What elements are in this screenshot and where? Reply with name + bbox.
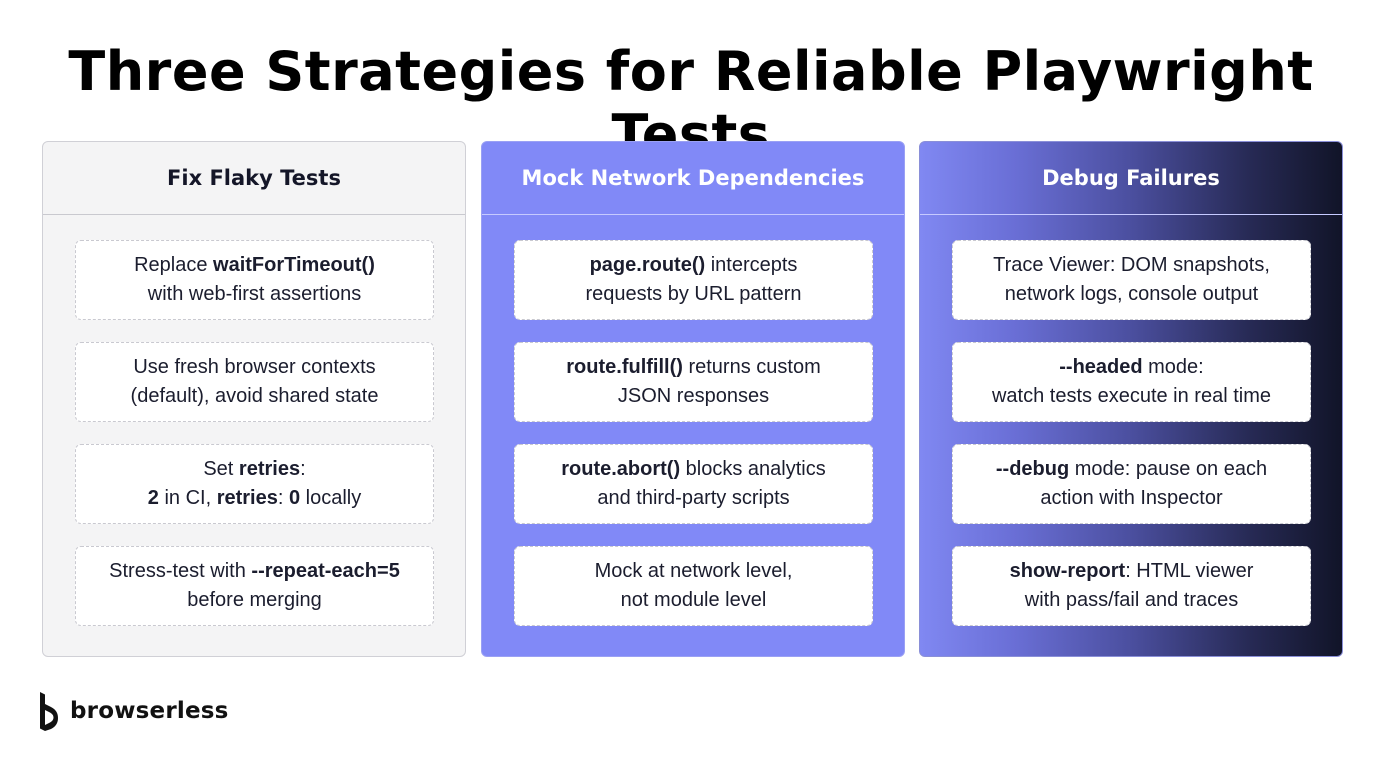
card-line: route.abort() blocks analytics bbox=[561, 455, 826, 484]
card-text-bold: --headed bbox=[1059, 356, 1143, 378]
card-text: Trace Viewer: DOM snapshots, bbox=[993, 254, 1270, 276]
card-line: with pass/fail and traces bbox=[1025, 586, 1238, 615]
card-text: Mock at network level, bbox=[594, 560, 793, 582]
strategy-card: Mock at network level, not module level bbox=[514, 546, 873, 626]
card-text-bold: --repeat-each=5 bbox=[251, 560, 400, 582]
strategy-card: Stress-test with --repeat-each=5 before m… bbox=[75, 546, 434, 626]
card-line: show-report: HTML viewer bbox=[1010, 557, 1254, 586]
card-line: and third-party scripts bbox=[597, 484, 789, 513]
strategy-card: Use fresh browser contexts (default), avo… bbox=[75, 342, 434, 422]
card-line: page.route() intercepts bbox=[590, 251, 798, 280]
card-text-bold: retries bbox=[238, 458, 301, 480]
card-text-bold: 2 bbox=[147, 487, 159, 509]
card-text-bold: route.fulfill() bbox=[566, 356, 683, 378]
card-text-bold: page.route() bbox=[589, 254, 706, 276]
strategy-card: route.abort() blocks analytics and third-… bbox=[514, 444, 873, 524]
strategy-card: Replace waitForTimeout() with web-first a… bbox=[75, 240, 434, 320]
browserless-logo-icon bbox=[40, 692, 58, 731]
card-line: requests by URL pattern bbox=[585, 280, 801, 309]
card-line: route.fulfill() returns custom bbox=[566, 353, 820, 382]
card-text: (default), avoid shared state bbox=[130, 385, 379, 407]
card-text: with pass/fail and traces bbox=[1024, 589, 1239, 611]
strategy-card: show-report: HTML viewer with pass/fail a… bbox=[952, 546, 1311, 626]
strategy-card: --debug mode: pause on each action with I… bbox=[952, 444, 1311, 524]
card-text: requests by URL pattern bbox=[585, 283, 802, 305]
card-line: Use fresh browser contexts bbox=[133, 353, 375, 382]
browserless-logo: browserless bbox=[38, 690, 229, 732]
card-text: JSON responses bbox=[617, 385, 770, 407]
card-line: not module level bbox=[621, 586, 767, 615]
strategy-card: Trace Viewer: DOM snapshots, network logs… bbox=[952, 240, 1311, 320]
card-text-bold: 0 bbox=[288, 487, 301, 509]
card-line: Trace Viewer: DOM snapshots, bbox=[993, 251, 1270, 280]
card-line: Set retries: bbox=[203, 455, 305, 484]
card-text: Replace bbox=[134, 254, 214, 276]
card-text-bold: retries bbox=[216, 487, 278, 509]
card-line: Stress-test with --repeat-each=5 bbox=[109, 557, 400, 586]
card-text-bold: show-report bbox=[1009, 560, 1126, 582]
strategy-card: page.route() intercepts requests by URL p… bbox=[514, 240, 873, 320]
card-text: and third-party scripts bbox=[597, 487, 790, 509]
card-line: (default), avoid shared state bbox=[131, 382, 379, 411]
card-text-bold: route.abort() bbox=[561, 458, 681, 480]
card-text: mode: bbox=[1142, 356, 1204, 378]
card-text: : bbox=[277, 487, 289, 509]
card-text: returns custom bbox=[682, 356, 821, 378]
card-text: : HTML viewer bbox=[1125, 560, 1254, 582]
card-text: action with Inspector bbox=[1040, 487, 1223, 509]
card-text: before merging bbox=[187, 589, 322, 611]
card-text: mode: pause on each bbox=[1069, 458, 1268, 480]
card-line: Replace waitForTimeout() bbox=[134, 251, 375, 280]
card-text: network logs, console output bbox=[1004, 283, 1259, 305]
card-line: before merging bbox=[187, 586, 322, 615]
card-line: JSON responses bbox=[618, 382, 769, 411]
card-text: with web-first assertions bbox=[147, 283, 362, 305]
card-text: locally bbox=[300, 487, 362, 509]
card-text: not module level bbox=[620, 589, 767, 611]
card-line: network logs, console output bbox=[1005, 280, 1259, 309]
card-text: Stress-test with bbox=[109, 560, 252, 582]
card-text: in CI, bbox=[158, 487, 217, 509]
card-line: 2 in CI, retries: 0 locally bbox=[148, 484, 361, 513]
card-line: action with Inspector bbox=[1040, 484, 1222, 513]
strategy-card: Set retries:2 in CI, retries: 0 locally bbox=[75, 444, 434, 524]
card-line: --headed mode: bbox=[1059, 353, 1204, 382]
column-header: Mock Network Dependencies bbox=[482, 142, 904, 215]
column-mock-network: Mock Network Dependencies page.route() i… bbox=[481, 141, 905, 657]
card-text: : bbox=[300, 458, 306, 480]
card-line: Mock at network level, bbox=[595, 557, 793, 586]
column-header: Fix Flaky Tests bbox=[43, 142, 465, 215]
card-text: blocks analytics bbox=[680, 458, 826, 480]
card-text: Set bbox=[203, 458, 239, 480]
strategy-card: --headed mode: watch tests execute in rea… bbox=[952, 342, 1311, 422]
card-text: intercepts bbox=[705, 254, 798, 276]
card-line: watch tests execute in real time bbox=[992, 382, 1271, 411]
logo-wordmark: browserless bbox=[70, 698, 229, 724]
card-text-bold: --debug bbox=[995, 458, 1070, 480]
column-fix-flaky-tests: Fix Flaky Tests Replace waitForTimeout()… bbox=[42, 141, 466, 657]
card-text: Use fresh browser contexts bbox=[133, 356, 376, 378]
card-line: --debug mode: pause on each bbox=[996, 455, 1267, 484]
card-text: watch tests execute in real time bbox=[991, 385, 1271, 407]
card-line: with web-first assertions bbox=[148, 280, 361, 309]
column-header: Debug Failures bbox=[920, 142, 1342, 215]
column-debug-failures: Debug Failures Trace Viewer: DOM snapsho… bbox=[919, 141, 1343, 657]
page-title: Three Strategies for Reliable Playwright… bbox=[68, 40, 1314, 166]
card-text-bold: waitForTimeout() bbox=[213, 254, 375, 276]
